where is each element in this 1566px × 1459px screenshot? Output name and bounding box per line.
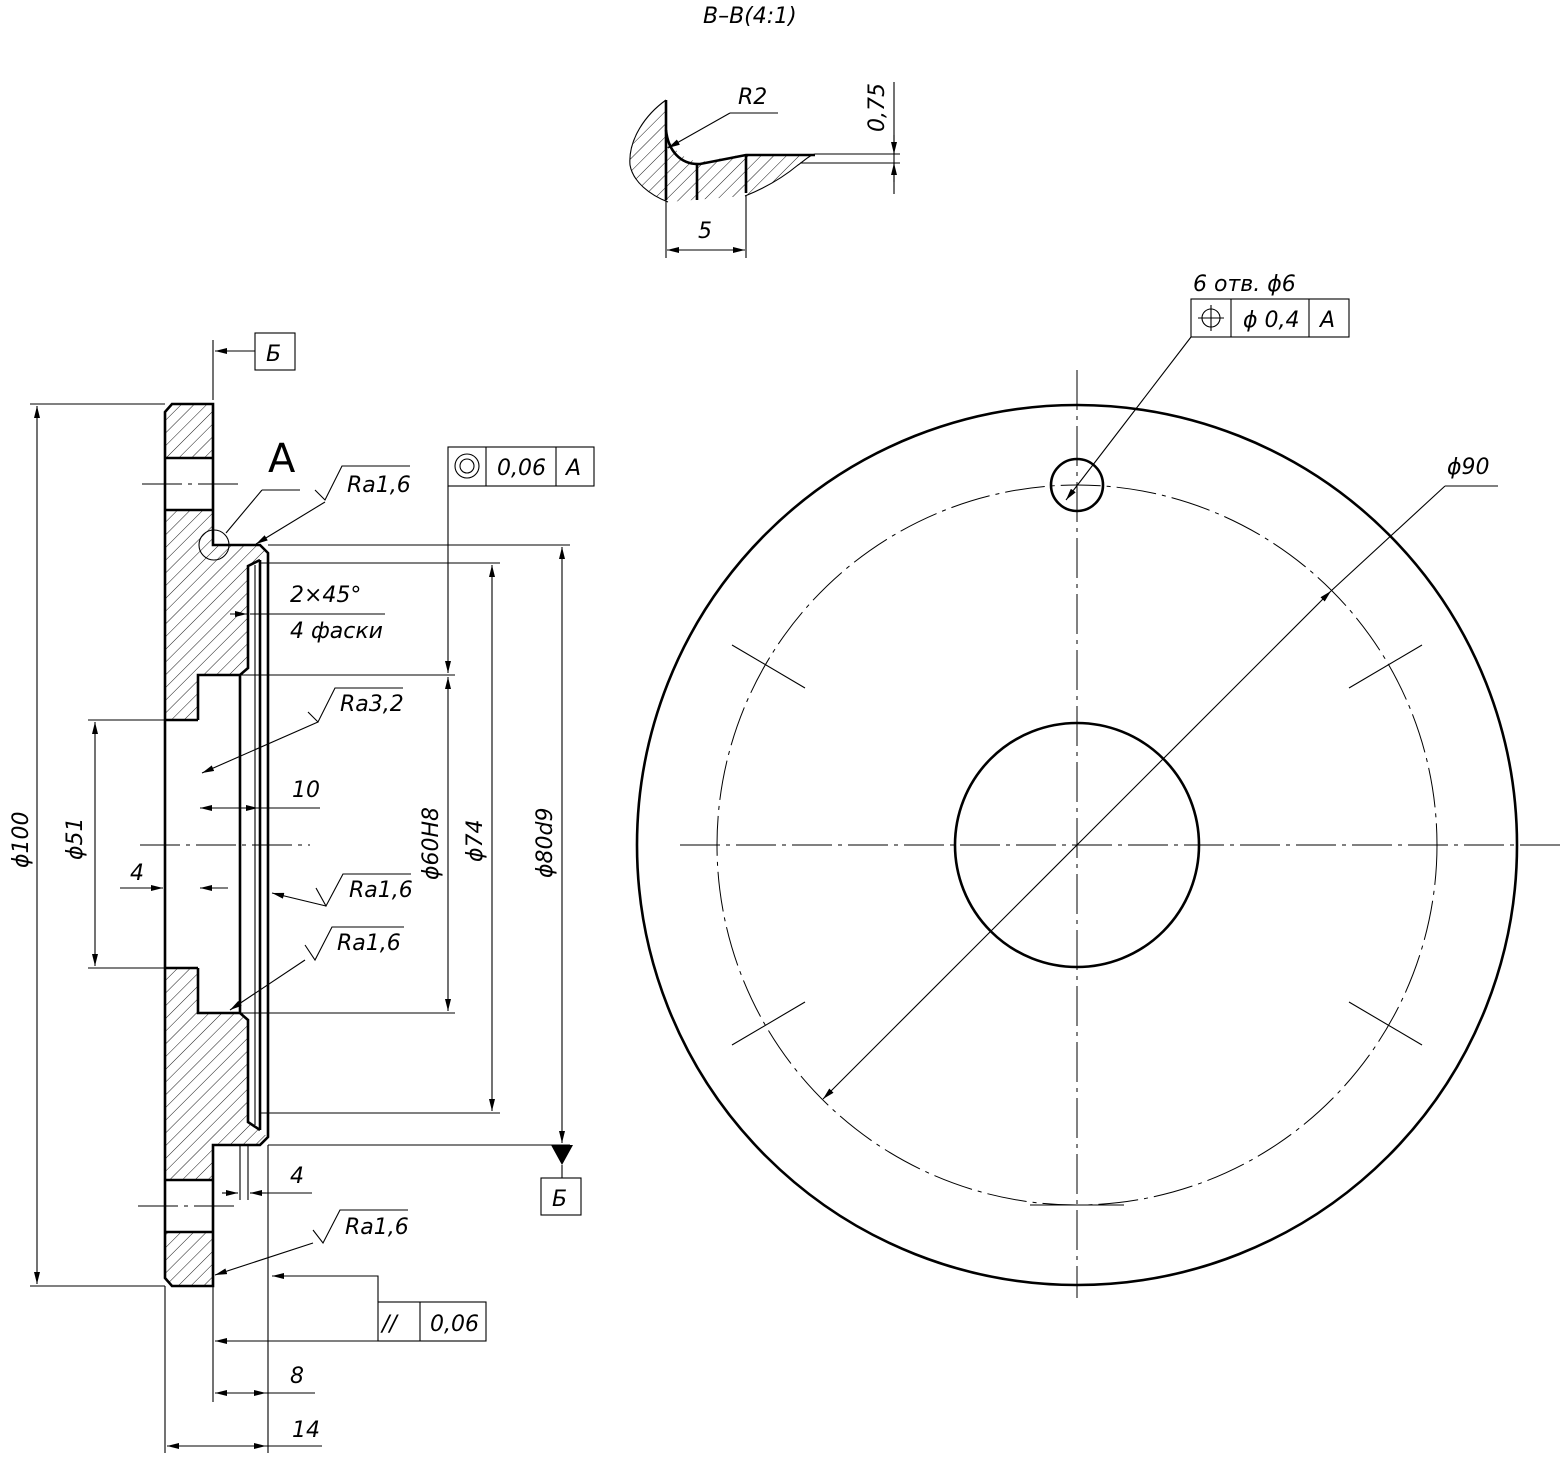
position-datum: А xyxy=(1318,308,1335,333)
detail-marker-letter: А xyxy=(268,436,296,482)
section-marker-bottom: Б xyxy=(552,1187,567,1212)
detail-radius-label: R2 xyxy=(738,85,767,110)
section-title: В–В(4:1) xyxy=(703,4,797,29)
dim-d74: ϕ74 xyxy=(463,819,488,862)
detail-view: R2 0,75 5 xyxy=(629,82,900,258)
runout-datum: А xyxy=(564,456,581,481)
dim-w8: 8 xyxy=(290,1364,304,1389)
side-view: А Б ϕ100 ϕ51 4 10 2×45° 4 фаски xyxy=(9,332,595,1453)
chamfer-size: 2×45° xyxy=(290,583,361,608)
roughness-3: Ra1,6 xyxy=(349,878,413,903)
dim-d51: ϕ51 xyxy=(63,817,88,860)
position-value: ϕ 0,4 xyxy=(1243,308,1300,333)
parallel-symbol: // xyxy=(380,1312,399,1337)
chamfer-note: 4 фаски xyxy=(290,619,383,644)
holes-note: 6 отв. ϕ6 xyxy=(1193,272,1296,297)
dim-d100: ϕ100 xyxy=(9,811,34,868)
detail-width-label: 5 xyxy=(698,219,712,244)
dim-d90: ϕ90 xyxy=(1447,455,1490,480)
dim-d80d9: ϕ80d9 xyxy=(533,808,558,878)
roughness-4: Ra1,6 xyxy=(337,931,401,956)
section-marker-top: Б xyxy=(266,342,281,367)
roughness-1: Ra1,6 xyxy=(347,473,411,498)
detail-depth-label: 0,75 xyxy=(865,83,890,132)
dim-d60h8: ϕ60Н8 xyxy=(419,807,444,880)
detail-hatch xyxy=(629,100,815,202)
front-view: ϕ90 6 отв. ϕ6 ϕ 0,4 А xyxy=(635,272,1566,1298)
runout-value: 0,06 xyxy=(497,456,546,481)
dim-w10: 10 xyxy=(292,778,320,803)
parallel-value: 0,06 xyxy=(430,1312,479,1337)
dim-w4-left: 4 xyxy=(130,861,144,886)
dim-w4-bottom: 4 xyxy=(290,1164,304,1189)
dim-w14: 14 xyxy=(292,1418,320,1443)
roughness-5: Ra1,6 xyxy=(345,1215,409,1240)
roughness-2: Ra3,2 xyxy=(340,692,404,717)
